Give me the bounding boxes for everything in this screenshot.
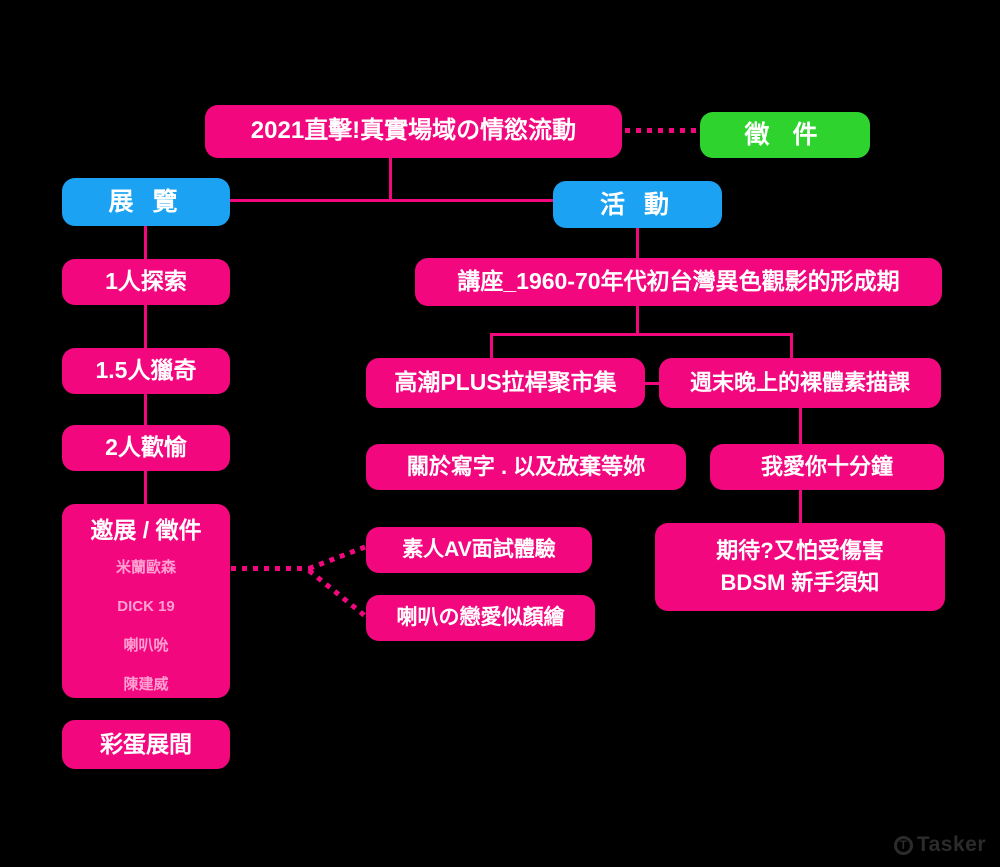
- invite-artist: DICK 19: [117, 597, 175, 615]
- connector-tenmin-bdsm: [799, 490, 802, 524]
- room-node-1-5-person: 1.5人獵奇: [62, 348, 230, 394]
- connector-room1-room2: [144, 304, 147, 348]
- sketch-class-node: 週末晚上的裸體素描課: [659, 358, 941, 408]
- connector-bracket: [490, 333, 793, 336]
- dotted-fork-up: [308, 543, 370, 571]
- bdsm-line1: 期待?又怕受傷害: [716, 538, 884, 564]
- connector-room2-room3: [144, 393, 147, 425]
- bdsm-line2: BDSM 新手須知: [720, 570, 880, 595]
- connector-market-sketch: [645, 382, 660, 385]
- writing-node: 關於寫字 . 以及放棄等妳: [366, 444, 686, 490]
- invite-artist: 陳建威: [123, 675, 169, 693]
- bdsm-node: 期待?又怕受傷害 BDSM 新手須知: [655, 523, 945, 611]
- dotted-invite-out: [231, 566, 313, 571]
- connector-exhibition-events: [230, 199, 553, 202]
- events-node: 活 動: [553, 181, 722, 228]
- lecture-node: 講座_1960-70年代初台灣異色觀影的形成期: [415, 258, 942, 306]
- call-for-entries-badge: 徵 件: [700, 112, 870, 158]
- room-node-1-person: 1人探索: [62, 259, 230, 305]
- connector-room3-invite: [144, 470, 147, 504]
- connector-title-down: [389, 158, 392, 201]
- invite-artist: 喇叭吮: [123, 636, 169, 654]
- connector-sketch-tenmin: [799, 408, 802, 445]
- connector-bracket-right: [790, 333, 793, 359]
- dotted-fork-down: [307, 568, 371, 621]
- invite-title: 邀展 / 徵件: [90, 517, 202, 543]
- connector-events-lecture: [636, 228, 639, 259]
- title-node: 2021直擊!真實場域の情慾流動: [205, 105, 622, 158]
- room-node-2-person: 2人歡愉: [62, 425, 230, 471]
- invite-artist: 米蘭歐森: [115, 558, 176, 576]
- portrait-node: 喇叭の戀愛似顏繪: [366, 595, 595, 641]
- market-node: 高潮PLUS拉桿聚市集: [366, 358, 645, 408]
- invite-node: 邀展 / 徵件 米蘭歐森 DICK 19 喇叭吮 陳建威: [62, 504, 230, 698]
- connector-lecture-down: [636, 306, 639, 334]
- tasker-logo-icon: T: [893, 835, 913, 855]
- connector-bracket-left: [490, 333, 493, 359]
- ten-minutes-node: 我愛你十分鐘: [710, 444, 944, 490]
- connector-exhibition-room1: [144, 226, 147, 259]
- av-audition-node: 素人AV面試體驗: [366, 527, 592, 573]
- exhibition-node: 展 覽: [62, 178, 230, 226]
- tasker-label: Tasker: [916, 833, 986, 856]
- bonus-room-node: 彩蛋展間: [62, 720, 230, 769]
- dotted-title-badge: [625, 128, 700, 133]
- tasker-watermark: T Tasker: [893, 833, 986, 857]
